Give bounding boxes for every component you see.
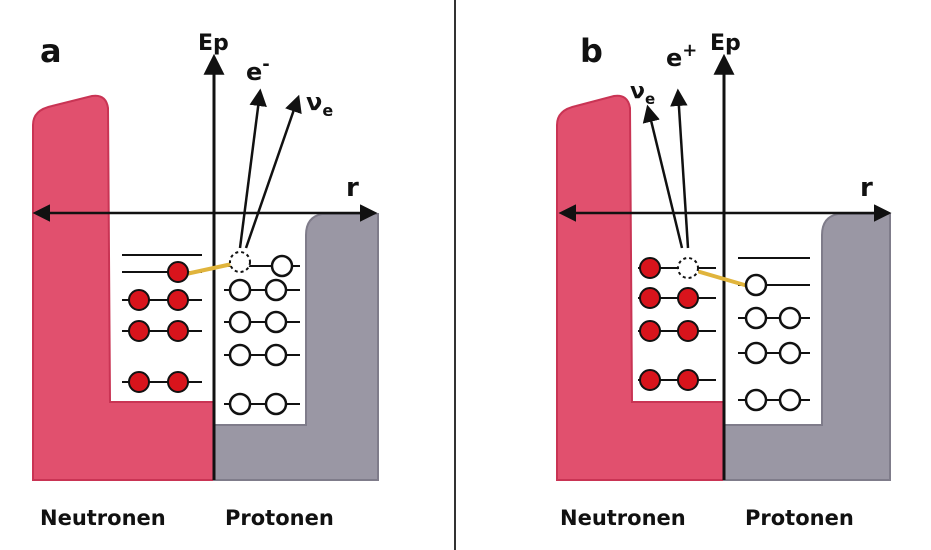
transition-arrow [698, 270, 750, 288]
radius-axis-label: r [860, 173, 873, 203]
panel-a: a Ep r e- νe Neutronen Protonen [32, 31, 379, 530]
neutron [167, 371, 189, 393]
neutron [639, 287, 661, 309]
proton [270, 254, 294, 278]
energy-axis-label: Ep [198, 31, 229, 56]
protons [744, 273, 802, 412]
positron-symbol: e [666, 44, 682, 72]
energy-axis-label: Ep [710, 31, 741, 56]
proton [778, 388, 802, 412]
neutron [639, 369, 661, 391]
protons-label: Protonen [225, 506, 334, 530]
protons [228, 251, 294, 416]
neutrino-subscript: e [645, 90, 655, 108]
proton [228, 392, 252, 416]
panel-b: b Ep r e+ νe Neutronen Protonen [556, 31, 892, 530]
proton [228, 343, 252, 367]
electron-symbol: e [246, 58, 262, 86]
proton [228, 310, 252, 334]
protons-label: Protonen [745, 506, 854, 530]
proton [264, 392, 288, 416]
neutron [128, 289, 150, 311]
proton [744, 306, 768, 330]
positron-label: e+ [666, 40, 697, 72]
neutron [677, 287, 699, 309]
electron-arrow [238, 88, 267, 249]
neutrino-symbol: ν [306, 88, 322, 116]
vacant-neutron-slot [677, 257, 699, 279]
neutron [167, 289, 189, 311]
neutron-potential-well [32, 94, 215, 481]
neutrino-arrow [642, 104, 684, 249]
neutron [167, 320, 189, 342]
electron-label: e- [246, 54, 270, 86]
neutron [677, 369, 699, 391]
neutrino-label: νe [306, 88, 333, 120]
vacant-proton-slot [229, 251, 251, 273]
neutrino-symbol: ν [630, 79, 645, 104]
neutrons [128, 261, 189, 393]
proton [778, 341, 802, 365]
proton [778, 306, 802, 330]
neutrons-label: Neutronen [40, 506, 166, 530]
positron-arrow [670, 88, 690, 249]
neutron [639, 257, 661, 279]
proton [228, 278, 252, 302]
neutron [639, 320, 661, 342]
neutron [128, 371, 150, 393]
proton [744, 341, 768, 365]
electron-charge: - [262, 54, 269, 75]
neutron-potential-well [556, 94, 725, 481]
neutrino-label: νe [630, 79, 655, 108]
transition-arrow [184, 262, 234, 276]
neutron [167, 261, 189, 283]
proton [264, 343, 288, 367]
panel-label: b [580, 32, 603, 70]
neutron [128, 320, 150, 342]
neutrino-arrow [244, 94, 302, 249]
neutrino-subscript: e [322, 101, 333, 120]
proton [264, 310, 288, 334]
neutron [677, 320, 699, 342]
proton [264, 278, 288, 302]
panel-label: a [40, 32, 62, 70]
radius-axis-label: r [346, 173, 359, 203]
neutrons-label: Neutronen [560, 506, 686, 530]
proton [744, 388, 768, 412]
positron-charge: + [682, 40, 697, 61]
proton [744, 273, 768, 297]
neutrons [639, 257, 699, 391]
